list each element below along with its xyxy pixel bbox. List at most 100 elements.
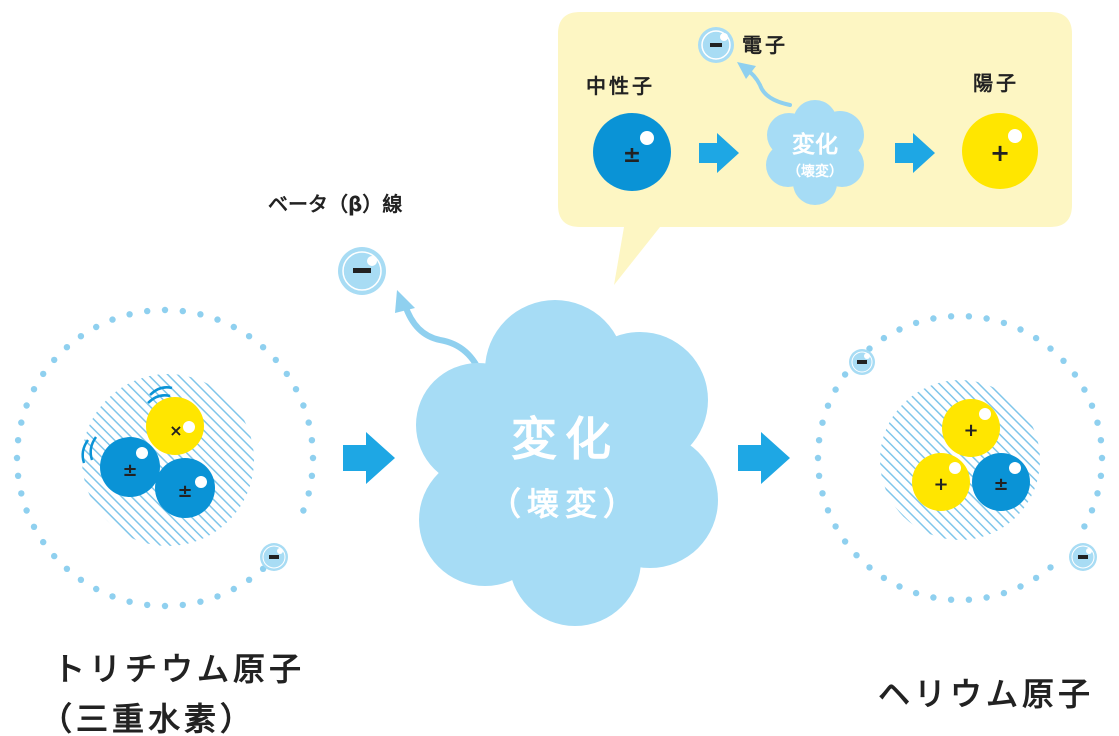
- orbit-dot: [1081, 523, 1088, 530]
- orbit-dot: [1047, 564, 1054, 571]
- orbit-dot: [283, 370, 290, 378]
- orbit-dot: [126, 598, 133, 605]
- helium-proton-2: +: [912, 453, 970, 511]
- orbit-dot: [866, 345, 873, 352]
- tritium-atom: × ± ±: [13, 306, 317, 610]
- orbit-dot: [930, 594, 937, 601]
- orbit-dot: [63, 565, 71, 572]
- orbit-dot: [853, 552, 860, 559]
- orbit-dot: [1071, 371, 1079, 378]
- callout-bubble: ± 中性子 変化 （壊変） 電子: [558, 12, 1072, 285]
- tritium-neutron-1-sign: ±: [122, 460, 137, 481]
- vibration-mark-3: [89, 436, 98, 461]
- arrow-right: [738, 432, 790, 484]
- tritium-orbit: [13, 306, 317, 610]
- orbit-dot: [1088, 402, 1096, 409]
- tritium-proton-sign: ×: [169, 421, 182, 440]
- proton-label: 陽子: [973, 71, 1019, 95]
- orbit-dot: [77, 333, 85, 340]
- tritium-neutron-2: ±: [155, 458, 215, 518]
- orbit-dot: [1088, 507, 1096, 514]
- orbit-dot: [93, 323, 100, 331]
- callout-electron: [698, 27, 734, 63]
- orbit-dot: [815, 437, 823, 444]
- orbit-dot: [197, 598, 204, 605]
- neutron-label: 中性子: [586, 74, 655, 98]
- helium-neutron: ±: [972, 453, 1030, 511]
- orbit-dot: [245, 333, 253, 340]
- orbit-dot: [880, 334, 888, 342]
- orbit-dot: [880, 574, 888, 582]
- orbit-dot: [30, 523, 38, 530]
- main-decay-cloud: 変化 （壊変）: [416, 300, 718, 626]
- helium-atom: + + ±: [814, 313, 1106, 603]
- orbit-dot: [814, 454, 822, 462]
- helium-proton-1: +: [942, 399, 1000, 457]
- orbit-dot: [841, 538, 849, 545]
- orbit-dot: [40, 538, 47, 546]
- orbit-dot: [1000, 589, 1008, 597]
- orbit-dot: [23, 507, 30, 514]
- orbit-dot: [109, 593, 116, 600]
- helium-proton-1-sign: +: [963, 420, 978, 441]
- beta-emission-path: [402, 302, 485, 380]
- tritium-label-line1: トリチウム原子: [53, 650, 305, 688]
- orbit-dot: [214, 593, 221, 600]
- orbit-dot: [1032, 334, 1040, 342]
- orbit-dot: [983, 315, 990, 322]
- orbit-dot: [1094, 419, 1101, 426]
- orbit-dot: [161, 306, 169, 314]
- orbit-dot: [230, 323, 237, 331]
- orbit-dot: [824, 507, 832, 514]
- helium-label: ヘリウム原子: [878, 675, 1094, 713]
- callout-neutron: ±: [593, 113, 671, 191]
- orbit-dot: [1000, 319, 1008, 327]
- orbit-dot: [832, 386, 839, 393]
- orbit-dot: [824, 402, 832, 409]
- orbit-dot: [912, 589, 920, 597]
- orbit-dot: [896, 583, 903, 590]
- orbit-dot: [965, 313, 973, 320]
- orbit-dot: [1047, 345, 1054, 352]
- orbit-dot: [896, 326, 903, 333]
- orbit-dot: [308, 472, 316, 479]
- orbit-dot: [1081, 386, 1088, 393]
- vibration-mark-1: [149, 386, 173, 396]
- orbit-dot: [947, 313, 955, 320]
- helium-electron-1: [849, 349, 875, 375]
- orbit-dot: [230, 585, 237, 593]
- orbit-dot: [245, 576, 253, 583]
- orbit-dot: [13, 454, 21, 462]
- orbit-dot: [1094, 490, 1101, 497]
- orbit-dot: [144, 307, 151, 315]
- orbit-dot: [841, 371, 849, 378]
- orbit-dot: [1098, 454, 1106, 462]
- orbit-dot: [866, 564, 873, 571]
- orbit-dot: [14, 472, 22, 479]
- orbit-dot: [214, 316, 221, 323]
- orbit-dot: [300, 402, 307, 409]
- orbit-dot: [1017, 326, 1024, 333]
- orbit-dot: [23, 402, 30, 409]
- orbit-dot: [51, 356, 58, 364]
- orbit-dot: [912, 319, 920, 327]
- orbit-dot: [1097, 472, 1105, 479]
- callout-cloud-title: 変化: [792, 131, 838, 158]
- orbit-dot: [819, 490, 826, 497]
- orbit-dot: [63, 344, 71, 351]
- orbit-dot: [832, 523, 839, 530]
- tritium-neutron-1: ±: [100, 437, 160, 497]
- orbit-dot: [947, 596, 955, 603]
- orbit-dot: [30, 386, 38, 393]
- tritium-electron: [260, 543, 288, 571]
- orbit-dot: [93, 585, 100, 593]
- callout-cloud: 変化 （壊変）: [766, 100, 864, 205]
- orbit-dot: [1017, 583, 1024, 590]
- orbit-dot: [1032, 574, 1040, 582]
- tritium-proton: ×: [146, 397, 204, 455]
- orbit-dot: [259, 344, 267, 351]
- main-cloud-subtitle: （壊変）: [489, 485, 641, 523]
- orbit-dot: [179, 307, 186, 315]
- tritium-nucleus-area: [82, 374, 254, 546]
